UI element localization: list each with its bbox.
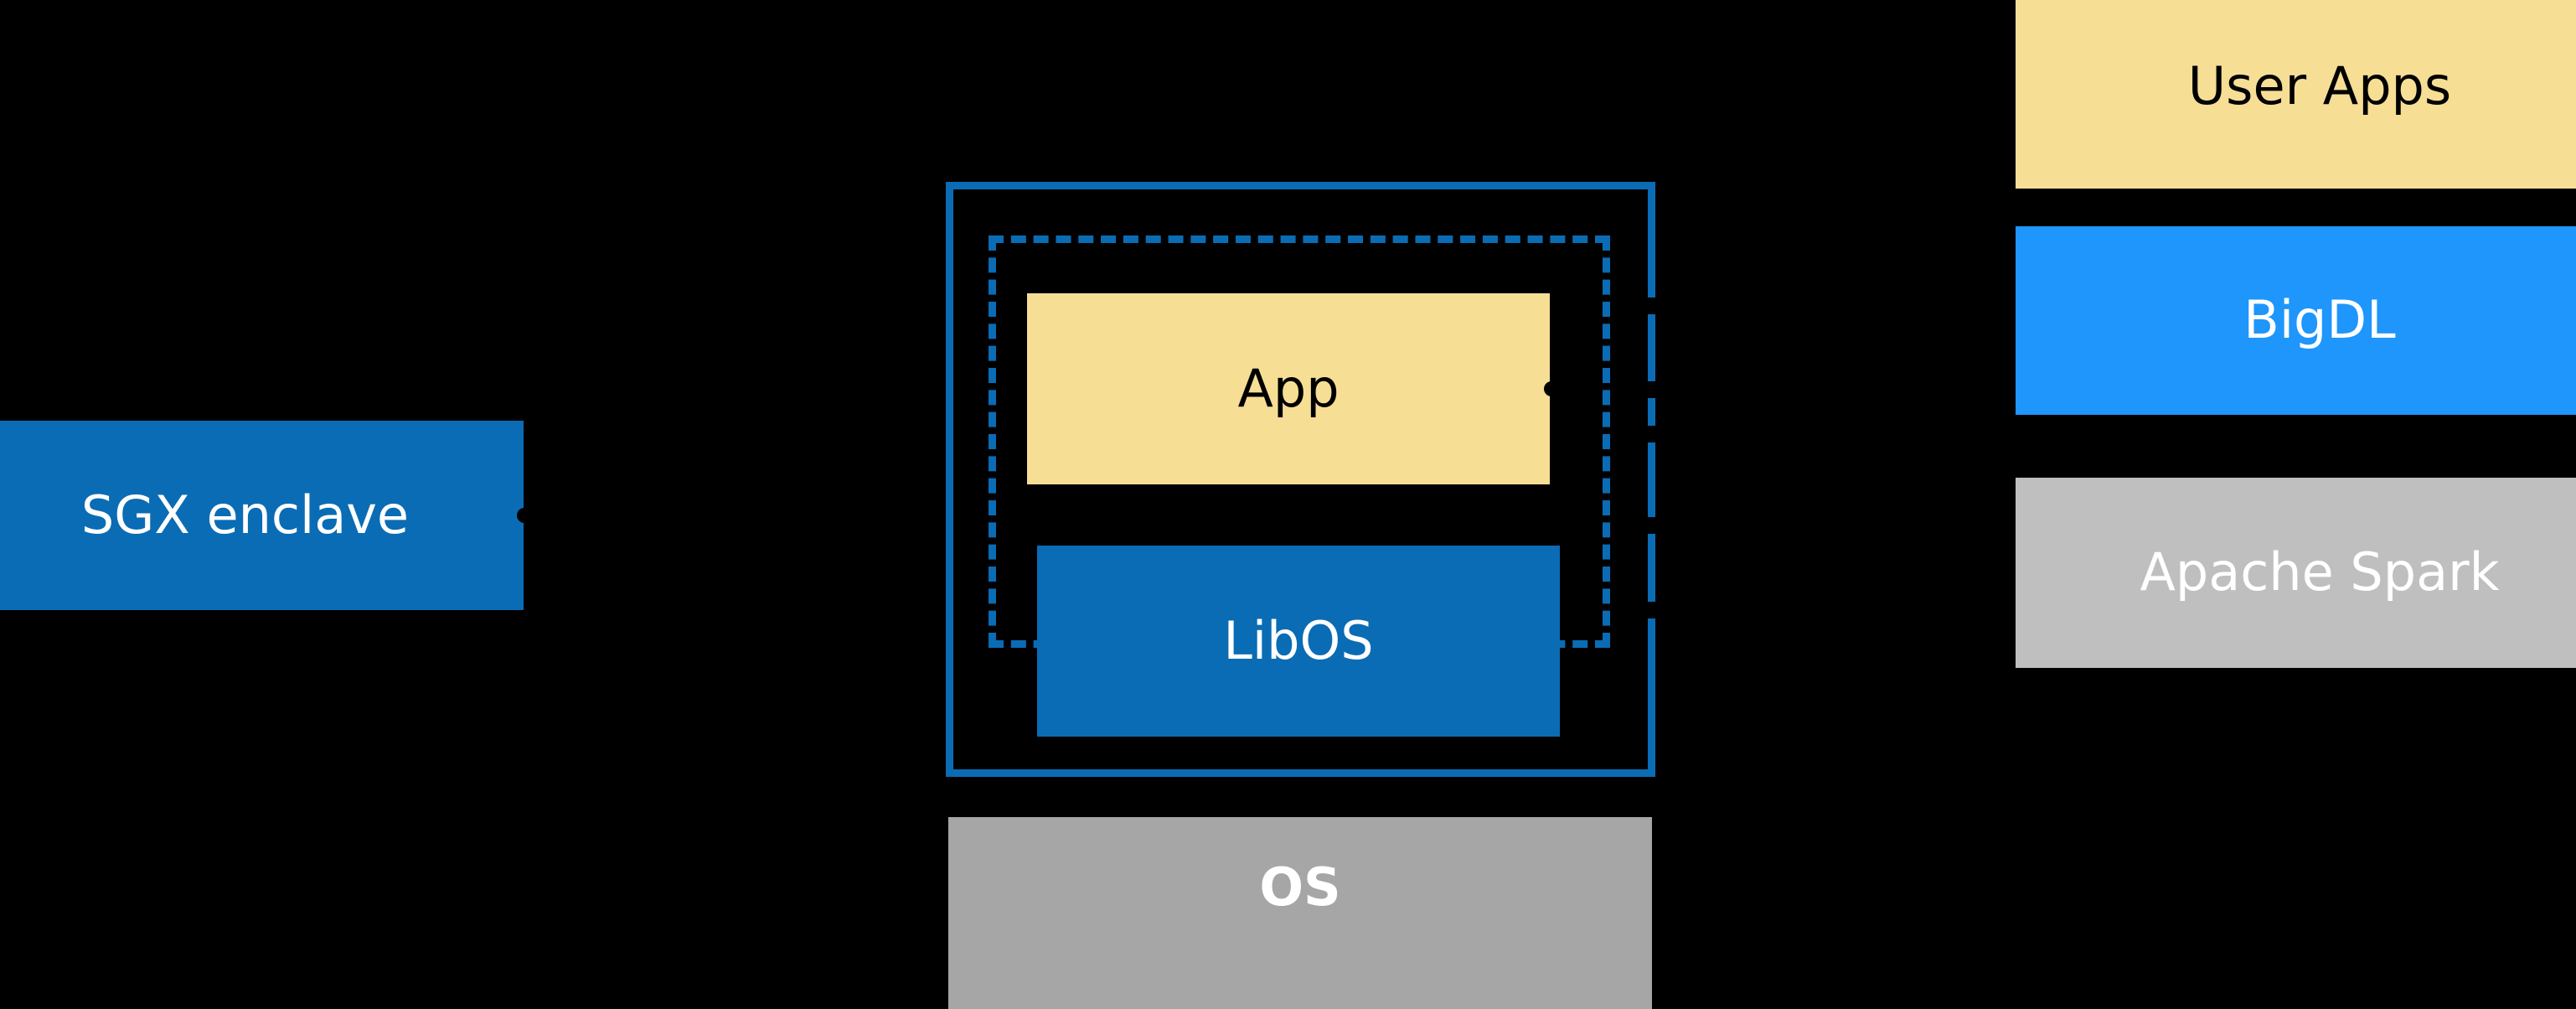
libos-label: LibOS bbox=[1223, 609, 1374, 671]
border-notch bbox=[1647, 381, 1657, 398]
os-box: OS bbox=[948, 817, 1652, 1009]
enclave-outer-boundary bbox=[946, 182, 1655, 777]
sgx-enclave-label: SGX enclave bbox=[80, 484, 410, 546]
sgx-connector-arrowhead-icon bbox=[517, 508, 532, 523]
app-connector-arrowhead-icon bbox=[1544, 381, 1559, 396]
os-label: OS bbox=[1259, 856, 1341, 918]
sgx-enclave-box: SGX enclave bbox=[0, 421, 524, 610]
border-notch bbox=[1647, 517, 1657, 534]
border-notch bbox=[1647, 602, 1657, 618]
bigdl-label: BigDL bbox=[2243, 289, 2396, 351]
user-apps-box: User Apps bbox=[2016, 0, 2576, 189]
border-notch bbox=[1647, 298, 1657, 314]
bigdl-box: BigDL bbox=[2016, 226, 2576, 415]
apache-spark-label: Apache Spark bbox=[2140, 541, 2500, 603]
app-box: App bbox=[1027, 293, 1550, 484]
user-apps-label: User Apps bbox=[2187, 55, 2452, 117]
app-label: App bbox=[1237, 357, 1340, 419]
border-notch bbox=[1647, 426, 1657, 442]
libos-box: LibOS bbox=[1037, 546, 1560, 737]
apache-spark-box: Apache Spark bbox=[2016, 478, 2576, 668]
